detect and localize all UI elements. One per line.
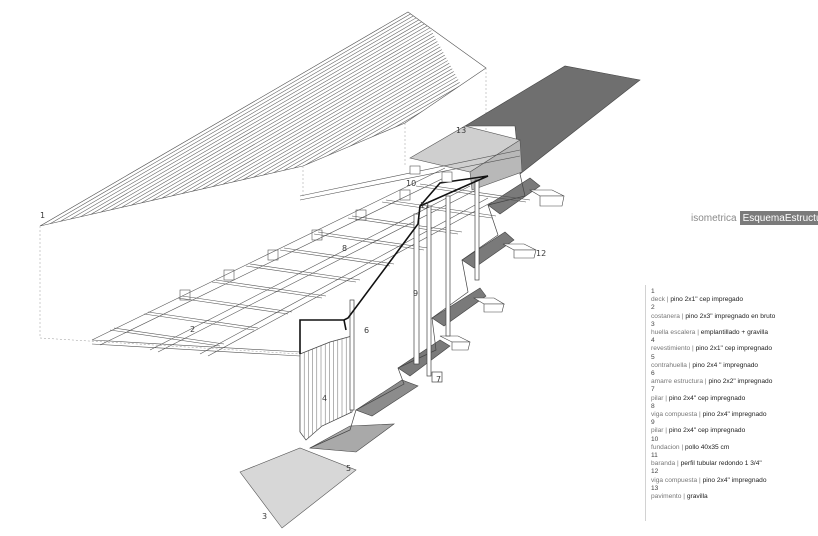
- legend-number: 4: [651, 337, 655, 345]
- legend-element-name: viga compuesta: [651, 411, 698, 419]
- legend-element-name: fundacion: [651, 443, 680, 451]
- callout-9: 9: [413, 289, 419, 298]
- legend-material-spec: pollo 40x35 cm: [685, 443, 730, 451]
- legend-separator: |: [664, 296, 671, 304]
- legend-number: 10: [651, 435, 659, 443]
- legend-entry: pilar | pino 2x4" cep impregnado: [651, 395, 816, 403]
- legend-material-spec: pino 2x4" cep impregnado: [668, 394, 746, 402]
- pavement-top-block: [409, 125, 523, 191]
- legend-entry: huella escalera | emplantillado + gravil…: [651, 329, 816, 337]
- legend-element-name: revestimiento: [651, 345, 691, 353]
- composite-beams: [439, 189, 565, 351]
- legend-entry: fundacion | pollo 40x35 cm: [651, 444, 816, 452]
- legend-separator: |: [697, 411, 703, 419]
- legend-element-name: viga compuesta: [651, 476, 698, 484]
- legend-material-spec: gravilla: [686, 493, 708, 501]
- legend-material-spec: pino 2x3" impregnado en bruto: [685, 312, 776, 320]
- legend-material-spec: pino 2x4" impregnado: [702, 476, 767, 484]
- legend-entry: deck | pino 2x1" cep impregado: [651, 296, 816, 304]
- legend-number: 1: [651, 288, 655, 295]
- view-title-left: isometrica: [691, 212, 737, 224]
- foundation-blocks: [409, 165, 453, 183]
- projection-lines: [39, 68, 487, 355]
- legend-separator: |: [695, 329, 701, 337]
- legend-element-name: deck: [651, 296, 665, 304]
- callout-11: 11: [420, 201, 431, 210]
- legend-entry: revestimiento | pino 2x1" cep impregnado: [651, 345, 816, 353]
- legend-number: 13: [651, 484, 659, 492]
- legend-entry: pilar | pino 2x4" cep impregnado: [651, 427, 816, 435]
- legend-separator: |: [690, 345, 696, 353]
- lower-stair-tread: [239, 447, 357, 529]
- legend-entry: contrahuella | pino 2x4 " impregnado: [651, 362, 816, 370]
- callout-10: 10: [406, 179, 417, 188]
- legend-separator: |: [697, 476, 703, 484]
- view-title-right: EsquemaEstructura: [739, 211, 818, 225]
- posts: [349, 179, 480, 411]
- legend-element-name: baranda: [651, 460, 676, 468]
- callout-7: 7: [436, 375, 442, 384]
- callout-2: 2: [190, 325, 196, 334]
- callout-5: 5: [346, 464, 352, 473]
- callout-3: 3: [262, 512, 268, 521]
- legend-separator: |: [663, 427, 669, 435]
- legend-number: 8: [651, 402, 655, 410]
- cladding-wall: [299, 335, 353, 441]
- callout-4: 4: [322, 394, 328, 403]
- legend-divider: [645, 285, 646, 521]
- legend-separator: |: [679, 312, 686, 320]
- legend-element-name: pilar: [651, 394, 664, 402]
- legend-number: 7: [651, 386, 655, 394]
- legend-material-spec: pino 2x1" cep impregado: [670, 296, 744, 304]
- legend-number: 2: [651, 304, 655, 312]
- legend-number: 9: [651, 419, 655, 427]
- callout-12: 12: [536, 249, 547, 258]
- legend-element-name: pilar: [651, 427, 664, 435]
- legend-separator: |: [681, 493, 687, 501]
- legend-separator: |: [703, 378, 709, 386]
- legend-material-spec: emplantillado + gravilla: [700, 329, 769, 337]
- callout-13: 13: [456, 126, 467, 135]
- legend-element-name: costanera: [651, 312, 680, 320]
- view-title: isometrica EsquemaEstructura: [691, 211, 818, 225]
- legend-entry: viga compuesta | pino 2x4" impregnado: [651, 477, 816, 485]
- legend-number: 6: [651, 370, 655, 378]
- callout-8: 8: [342, 244, 348, 253]
- legend-element-name: huella escalera: [651, 329, 696, 337]
- legend-entry: costanera | pino 2x3" impregnado en brut…: [651, 313, 816, 321]
- legend-element-name: contrahuella: [651, 361, 687, 369]
- legend-material-spec: pino 2x4 " impregnado: [692, 361, 759, 369]
- callout-1: 1: [40, 211, 46, 220]
- legend-element-name: pavimento: [651, 493, 682, 501]
- legend-number: 5: [651, 353, 655, 361]
- legend-material-spec: pino 2x4" impregnado: [702, 411, 767, 419]
- legend-number: 11: [651, 452, 658, 460]
- legend-entry: viga compuesta | pino 2x4" impregnado: [651, 411, 816, 419]
- legend-entry: baranda | perfil tubular redondo 1 3/4": [651, 460, 816, 468]
- legend-number: 12: [651, 468, 659, 476]
- legend-separator: |: [675, 460, 681, 468]
- legend-element-name: amarre estructura: [651, 378, 704, 386]
- handrail: [299, 175, 489, 354]
- legend-material-spec: pino 2x4" cep impregnado: [668, 427, 746, 435]
- legend-number: 3: [651, 320, 655, 328]
- legend-separator: |: [663, 394, 669, 402]
- stair-stringer: [309, 173, 526, 449]
- callout-6: 6: [364, 326, 370, 335]
- legend-separator: |: [679, 443, 685, 451]
- legend-separator: |: [686, 361, 693, 369]
- legend-material-spec: pino 2x2" impregnado: [708, 378, 773, 386]
- legend-material-spec: perfil tubular redondo 1 3/4": [680, 460, 762, 468]
- timber-frame: [91, 149, 531, 432]
- pavement-strip: [463, 65, 641, 175]
- legend-entry: pavimento | gravilla: [651, 493, 816, 501]
- legend-entry: amarre estructura | pino 2x2" impregnado: [651, 378, 816, 386]
- legend-material-spec: pino 2x1" cep impregnado: [695, 345, 772, 353]
